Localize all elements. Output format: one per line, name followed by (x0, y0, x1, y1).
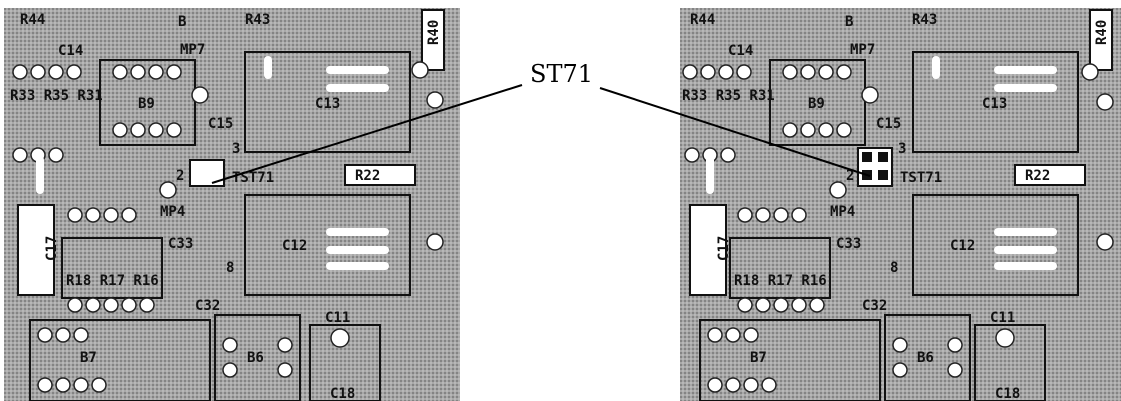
label-r43: R43 (245, 12, 270, 28)
label-n3: 3 (232, 141, 240, 157)
component-c18-outline (309, 324, 381, 401)
component-b6-outline (884, 314, 971, 401)
pcb-panel-left: R44 B R43 R40 C14 MP7 C13 B9 R33 R35 R31… (4, 8, 460, 401)
label-r-group: R33 R35 R31 (682, 88, 775, 104)
callout-line-right (599, 87, 871, 177)
label-n2: 2 (176, 168, 184, 184)
component-r40-outline (421, 9, 445, 71)
component-r22-outline (344, 164, 416, 186)
label-r22: R22 (1025, 168, 1050, 184)
label-tst71: TST71 (900, 170, 942, 186)
component-c18-outline (974, 324, 1046, 401)
component-labels: R44 B R43 R40 C14 MP7 C13 B9 R33 R35 R31… (682, 12, 1110, 401)
label-mp4: MP4 (830, 204, 855, 220)
label-b9: B9 (138, 96, 155, 112)
label-n2: 2 (846, 168, 854, 184)
callout-st71: ST71 (211, 60, 871, 184)
label-b-top: B (845, 14, 853, 30)
component-b7-outline (699, 319, 881, 401)
label-b9: B9 (808, 96, 825, 112)
label-b7: B7 (750, 350, 767, 366)
component-b9-outline (769, 59, 866, 146)
label-c17: C17 (716, 236, 732, 261)
label-r-group2: R18 R17 R16 (734, 273, 827, 289)
label-c33: C33 (168, 236, 193, 252)
label-c18: C18 (995, 386, 1020, 401)
component-c17-outline (689, 204, 727, 296)
label-c15: C15 (876, 116, 901, 132)
label-b7: B7 (80, 350, 97, 366)
label-mp7: MP7 (180, 42, 205, 58)
label-mp4: MP4 (160, 204, 185, 220)
callout-line-left (211, 84, 523, 184)
callout-label: ST71 (530, 60, 593, 88)
copper-traces (706, 56, 1057, 270)
label-c32: C32 (195, 298, 220, 314)
component-c17-outline (17, 204, 55, 296)
label-n3: 3 (898, 141, 906, 157)
label-c14: C14 (58, 43, 83, 59)
label-n8: 8 (226, 260, 234, 276)
pcb-panel-right: R44 B R43 R40 C14 MP7 C13 B9 R33 R35 R31… (680, 8, 1121, 401)
label-c11: C11 (990, 310, 1015, 326)
label-r44: R44 (20, 12, 45, 28)
component-labels: R44 B R43 R40 C14 MP7 C13 B9 R33 R35 R31… (10, 12, 442, 401)
label-c15: C15 (208, 116, 233, 132)
label-c14: C14 (728, 43, 753, 59)
label-r44: R44 (690, 12, 715, 28)
label-r43: R43 (912, 12, 937, 28)
label-c32: C32 (862, 298, 887, 314)
component-b9-outline (99, 59, 196, 146)
component-b7-outline (29, 319, 211, 401)
label-r22: R22 (355, 168, 380, 184)
component-b6-outline (214, 314, 301, 401)
label-c17: C17 (44, 236, 60, 261)
label-c12: C12 (282, 238, 307, 254)
label-c12: C12 (950, 238, 975, 254)
label-b6: B6 (917, 350, 934, 366)
component-r22-outline (1014, 164, 1086, 186)
label-c18: C18 (330, 386, 355, 401)
label-b-top: B (178, 14, 186, 30)
component-r40-outline (1089, 9, 1113, 71)
label-r40: R40 (426, 20, 442, 45)
label-c33: C33 (836, 236, 861, 252)
component-c12-outline (912, 194, 1079, 296)
label-tst71: TST71 (232, 170, 274, 186)
label-c13: C13 (315, 96, 340, 112)
label-r-group2: R18 R17 R16 (66, 273, 159, 289)
label-r40: R40 (1094, 20, 1110, 45)
component-c12-outline (244, 194, 411, 296)
label-c13: C13 (982, 96, 1007, 112)
label-mp7: MP7 (850, 42, 875, 58)
copper-pads (12, 61, 444, 393)
copper-traces (36, 56, 389, 270)
copper-pads (682, 63, 1114, 393)
label-c11: C11 (325, 310, 350, 326)
label-r-group: R33 R35 R31 (10, 88, 103, 104)
label-b6: B6 (247, 350, 264, 366)
label-n8: 8 (890, 260, 898, 276)
component-tst71-outline (189, 159, 225, 187)
